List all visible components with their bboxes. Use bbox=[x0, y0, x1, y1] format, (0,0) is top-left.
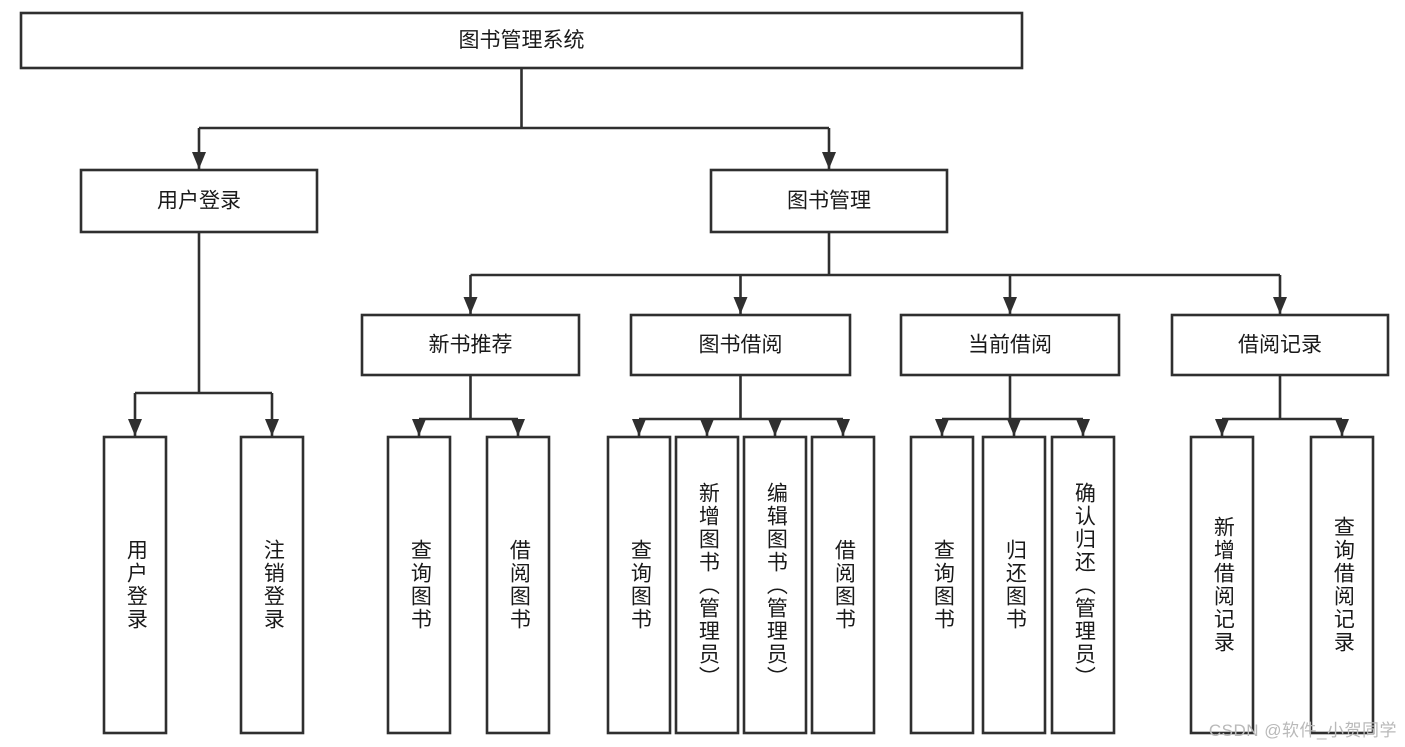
node-leaf-2-rect[interactable] bbox=[386, 435, 452, 735]
node-leaf-3-rect[interactable] bbox=[485, 435, 551, 735]
node-level3-0-rect[interactable] bbox=[360, 313, 581, 377]
arrow-head-icon bbox=[1007, 419, 1021, 436]
arrow-head-icon bbox=[836, 419, 850, 436]
node-leaf-12-rect[interactable] bbox=[1309, 435, 1375, 735]
node-level3-3[interactable]: 借阅记录 bbox=[1170, 313, 1390, 377]
arrow-head-icon bbox=[1273, 297, 1287, 314]
node-leaf-10-rect[interactable] bbox=[1050, 435, 1116, 735]
arrow-head-icon bbox=[1215, 419, 1229, 436]
node-leaf-6-rect[interactable] bbox=[742, 435, 808, 735]
node-level3-2-label: 当前借阅 bbox=[968, 334, 1052, 357]
node-root-图书管理系统-label: 图书管理系统 bbox=[459, 29, 585, 52]
node-level2-1[interactable]: 图书管理 bbox=[709, 168, 949, 234]
arrow-head-icon bbox=[822, 152, 836, 169]
node-level3-1-rect[interactable] bbox=[629, 313, 852, 377]
node-leaf-9-rect[interactable] bbox=[981, 435, 1047, 735]
node-leaf-1-rect[interactable] bbox=[239, 435, 305, 735]
arrow-head-icon bbox=[128, 419, 142, 436]
arrow-head-icon bbox=[412, 419, 426, 436]
node-leaf-11[interactable] bbox=[1189, 435, 1255, 735]
watermark: CSDN @软件_小贺同学 bbox=[1208, 721, 1397, 740]
node-level2-1-rect[interactable] bbox=[709, 168, 949, 234]
arrow-head-icon bbox=[511, 419, 525, 436]
node-leaf-0-rect[interactable] bbox=[102, 435, 168, 735]
node-leaf-0[interactable] bbox=[102, 435, 168, 735]
node-leaf-7[interactable] bbox=[810, 435, 876, 735]
node-leaf-6[interactable] bbox=[742, 435, 808, 735]
node-level2-0[interactable]: 用户登录 bbox=[79, 168, 319, 234]
node-leaf-5-rect[interactable] bbox=[674, 435, 740, 735]
node-root-图书管理系统[interactable]: 图书管理系统 bbox=[19, 11, 1024, 70]
node-level3-2-rect[interactable] bbox=[899, 313, 1121, 377]
node-level2-0-rect[interactable] bbox=[79, 168, 319, 234]
arrow-head-icon bbox=[935, 419, 949, 436]
node-leaf-1[interactable] bbox=[239, 435, 305, 735]
node-leaf-3[interactable] bbox=[485, 435, 551, 735]
arrow-head-icon bbox=[733, 297, 748, 314]
node-level3-3-rect[interactable] bbox=[1170, 313, 1390, 377]
node-leaf-12[interactable] bbox=[1309, 435, 1375, 735]
arrow-head-icon bbox=[1335, 419, 1349, 436]
node-leaf-11-rect[interactable] bbox=[1189, 435, 1255, 735]
node-level3-3-label: 借阅记录 bbox=[1238, 334, 1322, 357]
node-level2-0-label: 用户登录 bbox=[157, 190, 241, 213]
arrow-head-icon bbox=[700, 419, 714, 436]
arrow-head-icon bbox=[192, 152, 206, 169]
node-level3-2[interactable]: 当前借阅 bbox=[899, 313, 1121, 377]
node-level3-0[interactable]: 新书推荐 bbox=[360, 313, 581, 377]
node-leaf-9[interactable] bbox=[981, 435, 1047, 735]
arrow-head-icon bbox=[265, 419, 279, 436]
arrow-head-icon bbox=[1003, 297, 1017, 314]
node-leaf-8-rect[interactable] bbox=[909, 435, 975, 735]
node-leaf-8[interactable] bbox=[909, 435, 975, 735]
node-leaf-2[interactable] bbox=[386, 435, 452, 735]
arrow-head-icon bbox=[463, 297, 478, 314]
node-level3-1[interactable]: 图书借阅 bbox=[629, 313, 852, 377]
arrow-head-icon bbox=[632, 419, 646, 436]
connector-layer bbox=[128, 68, 1349, 436]
node-level2-1-label: 图书管理 bbox=[787, 190, 871, 213]
node-leaf-4-rect[interactable] bbox=[606, 435, 672, 735]
node-level3-1-label: 图书借阅 bbox=[699, 334, 783, 357]
arrow-head-icon bbox=[1076, 419, 1090, 436]
node-leaf-4[interactable] bbox=[606, 435, 672, 735]
arrow-head-icon bbox=[768, 419, 782, 436]
node-level3-0-label: 新书推荐 bbox=[429, 334, 513, 357]
node-root-图书管理系统-rect[interactable] bbox=[19, 11, 1024, 70]
node-leaf-10[interactable] bbox=[1050, 435, 1116, 735]
node-leaf-5[interactable] bbox=[674, 435, 740, 735]
node-leaf-7-rect[interactable] bbox=[810, 435, 876, 735]
